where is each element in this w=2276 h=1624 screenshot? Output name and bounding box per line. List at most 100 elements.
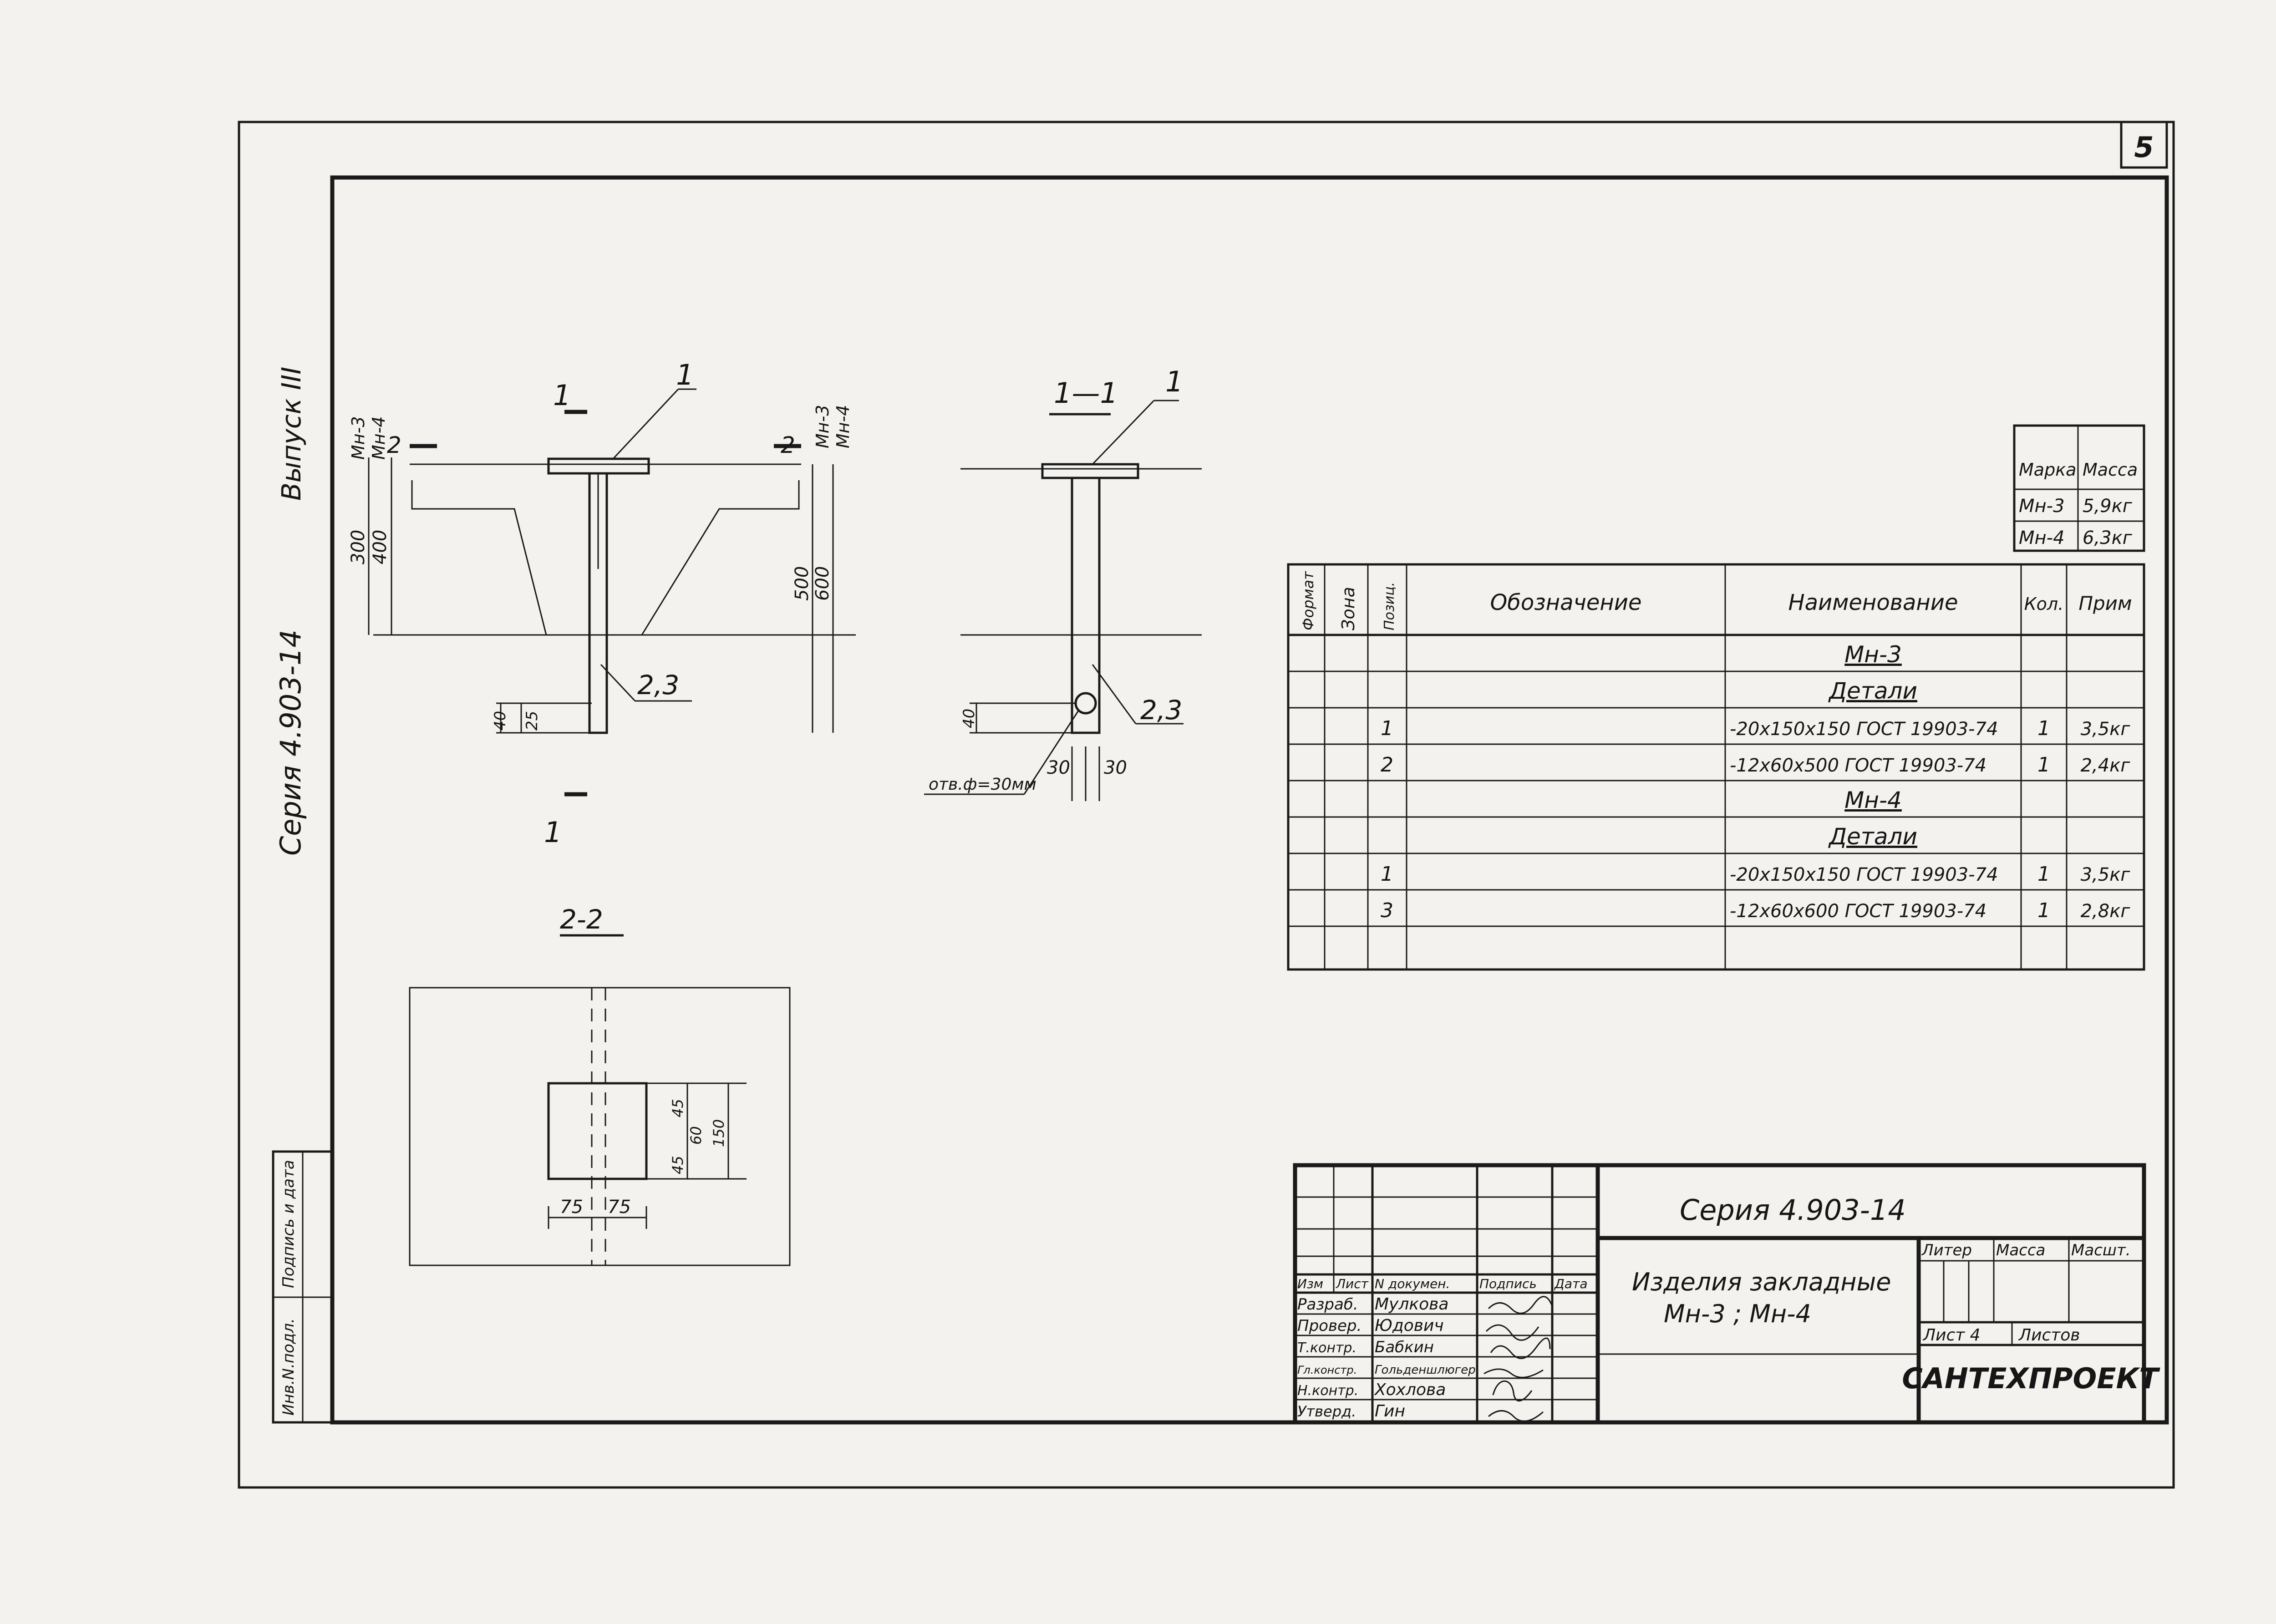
spec-row: Детали <box>1828 678 1917 704</box>
spec-pos: 2 <box>1381 753 1393 776</box>
mn4-right: Мн-4 <box>833 405 853 448</box>
spec-row: 1 -20x150x150 ГОСТ 19903-74 1 3,5кг <box>1381 863 2130 886</box>
tb-role: Разраб. <box>1297 1295 1358 1314</box>
spec-name: Мн-3 <box>1844 641 1902 668</box>
mn3-left: Мн-3 <box>348 416 368 460</box>
tb-person: Гин <box>1375 1402 1405 1421</box>
tb-liter: Литер <box>1921 1241 1972 1259</box>
section-2-2: 2-2 75 75 45 60 45 150 <box>409 904 791 1266</box>
section-1-1: 1—1 1 2,3 40 отв.ф=30мм 30 30 <box>924 365 1202 801</box>
front-pos-1: 1 <box>676 358 694 391</box>
tb-role: Н.контр. <box>1297 1383 1358 1399</box>
dim-25: 25 <box>523 711 541 731</box>
spec-note: 3,5кг <box>2081 864 2131 885</box>
spec-h-format: Формат <box>1300 571 1317 630</box>
tb-role: Гл.констр. <box>1297 1364 1357 1376</box>
spec-row: 3 -12x60x600 ГОСТ 19903-74 1 2,8кг <box>1381 899 2130 922</box>
spec-pos: 3 <box>1381 899 1393 922</box>
tb-person: Мулкова <box>1375 1295 1448 1314</box>
spec-row: Мн-3 <box>1844 641 1902 668</box>
spec-note: 2,8кг <box>2081 901 2131 922</box>
sec11-dim-30a: 30 <box>1047 757 1070 778</box>
spec-pos: 1 <box>1381 717 1393 740</box>
sec11-pos-1: 1 <box>1165 365 1183 398</box>
dim-40: 40 <box>491 711 509 731</box>
dim-500: 500 <box>792 566 813 601</box>
spec-name: -20x150x150 ГОСТ 19903-74 <box>1730 864 1998 885</box>
page-number: 5 <box>2134 131 2154 164</box>
spec-row: Детали <box>1828 823 1917 850</box>
spec-h-designation: Обозначение <box>1490 590 1641 615</box>
spec-name: Детали <box>1828 823 1917 850</box>
sec22-dim-75b: 75 <box>608 1197 631 1218</box>
tb-h-doc: N докумен. <box>1375 1276 1450 1291</box>
spec-row: 1 -20x150x150 ГОСТ 19903-74 1 3,5кг <box>1381 717 2130 740</box>
mass-row-1-mass: 5,9кг <box>2083 496 2133 517</box>
tb-scale: Масшт. <box>2071 1241 2131 1259</box>
tb-title-1: Изделия закладные <box>1632 1268 1891 1296</box>
front-pos-23: 2,3 <box>637 670 679 700</box>
tb-h-list: Лист <box>1336 1276 1369 1291</box>
spec-table: Формат Зона Позиц. Обозначение Наименова… <box>1287 563 2145 971</box>
dim-300: 300 <box>348 530 369 564</box>
spec-qty: 1 <box>2037 717 2050 740</box>
tb-role: Провер. <box>1297 1317 1362 1335</box>
spec-name: -12x60x500 ГОСТ 19903-74 <box>1730 755 1986 776</box>
tb-role: Утверд. <box>1297 1403 1356 1420</box>
signatures <box>1483 1296 1553 1422</box>
spec-qty: 1 <box>2037 753 2050 776</box>
sheet-frame: 5 Инв.N.подл. Подпись и дата Выпуск III … <box>238 121 2175 1489</box>
mn3-right: Мн-3 <box>813 405 833 448</box>
spec-note: 3,5кг <box>2081 719 2131 740</box>
tb-org: САНТЕХПРОЕКТ <box>1902 1362 2160 1395</box>
spec-h-note: Прим <box>2078 592 2132 614</box>
tb-series: Серия 4.903-14 <box>1680 1193 1906 1227</box>
tb-h-izm: Изм <box>1297 1276 1323 1291</box>
dim-400: 400 <box>370 530 391 564</box>
sec11-pos-23: 2,3 <box>1140 695 1182 726</box>
tb-h-sign: Подпись <box>1479 1276 1537 1291</box>
mn4-left: Мн-4 <box>369 416 389 460</box>
vypusk-label: Выпуск III <box>276 366 307 501</box>
front-view: 2 2 Мн-3 Мн-4 Мн-3 Мн-4 1 1 1 2,3 300 40… <box>348 358 856 849</box>
spec-name: Мн-4 <box>1844 787 1902 813</box>
stub-inv: Инв.N.подл. <box>279 1318 298 1416</box>
spec-name: -12x60x600 ГОСТ 19903-74 <box>1730 901 1986 922</box>
dim-600: 600 <box>812 566 833 601</box>
tb-mass: Масса <box>1996 1241 2045 1259</box>
section-1-1-title: 1—1 <box>1054 376 1118 410</box>
tb-h-date: Дата <box>1554 1276 1588 1291</box>
spec-h-qty: Кол. <box>2024 594 2064 614</box>
spec-h-zone: Зона <box>1338 587 1358 630</box>
spec-qty: 1 <box>2037 863 2050 886</box>
tb-person: Бабкин <box>1375 1338 1434 1356</box>
section-2-2-title: 2-2 <box>560 904 603 935</box>
mass-row-2-mass: 6,3кг <box>2083 528 2133 548</box>
spec-name: -20x150x150 ГОСТ 19903-74 <box>1730 719 1998 740</box>
sec22-dim-150: 150 <box>710 1119 727 1147</box>
seria-label: Серия 4.903-14 <box>274 629 307 856</box>
tb-person: Юдович <box>1375 1316 1444 1335</box>
title-block: Серия 4.903-14 Изм Лист N докумен. Подпи… <box>1293 1163 2160 1425</box>
tb-person: Хохлова <box>1374 1380 1446 1399</box>
stub-sign: Подпись и дата <box>279 1160 298 1288</box>
spec-note: 2,4кг <box>2081 755 2131 776</box>
tb-sheets: Листов <box>2018 1326 2080 1345</box>
page-number-box <box>2120 121 2168 169</box>
mass-row-1-mark: Мн-3 <box>2019 496 2065 517</box>
spec-qty: 1 <box>2037 899 2050 922</box>
sec11-dim-40: 40 <box>960 709 978 728</box>
sec22-dim-45b: 45 <box>669 1156 686 1174</box>
mass-header-mass: Масса <box>2083 460 2138 480</box>
mark-2-left: 2 <box>387 432 401 458</box>
spec-row: 2 -12x60x500 ГОСТ 19903-74 1 2,4кг <box>1381 753 2130 776</box>
spec-h-name: Наименование <box>1788 590 1958 615</box>
tb-sheet: Лист 4 <box>1922 1326 1981 1345</box>
spec-name: Детали <box>1828 678 1917 704</box>
mass-row-2-mark: Мн-4 <box>2019 528 2065 548</box>
sec11-dim-30b: 30 <box>1104 757 1127 778</box>
mass-header-mark: Марка <box>2019 460 2076 480</box>
mark-2-right: 2 <box>781 432 795 458</box>
section-1-top: 1 <box>553 379 571 412</box>
mass-table: Марка Масса Мн-3 5,9кг Мн-4 6,3кг <box>2013 424 2145 552</box>
